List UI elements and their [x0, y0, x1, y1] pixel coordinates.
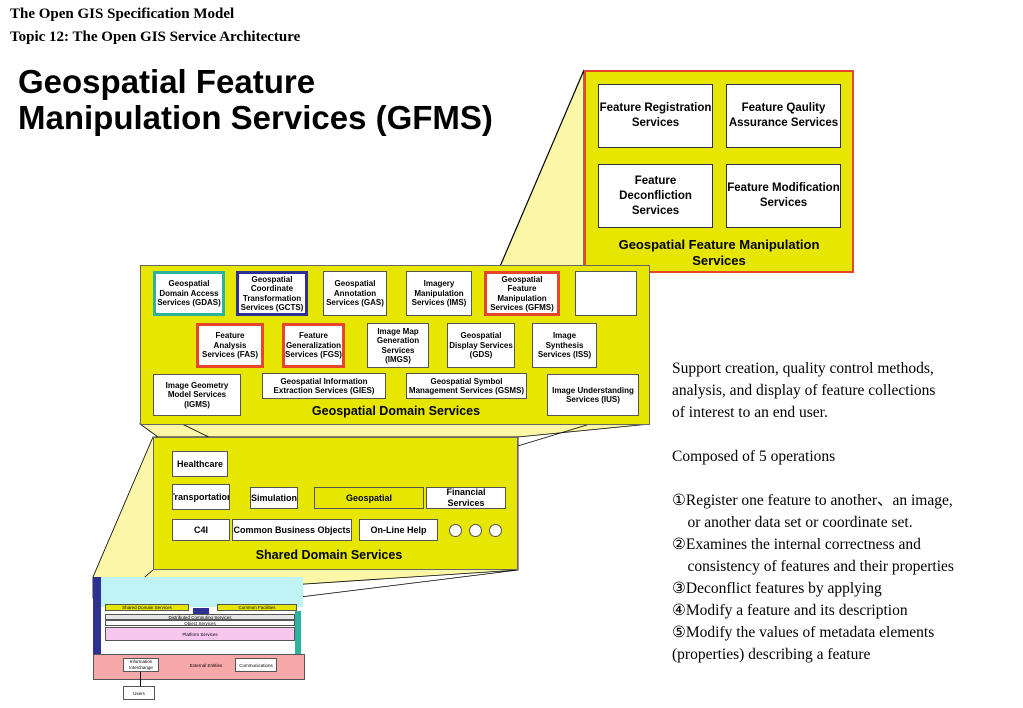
gfms-panel-label: Geospatial Feature Manipulation Services [618, 237, 820, 268]
thumb-info-interchange: Information Interchange [123, 658, 159, 672]
financial-services-box: Financial Services [426, 487, 506, 509]
intro-line-1: Support creation, quality control method… [672, 360, 934, 377]
intro-line-3: of interest to an end user. [672, 404, 828, 421]
gies-box: Geospatial Information Extraction Servic… [262, 373, 386, 399]
fgs-box: Feature Generalization Services (FGS) [282, 323, 345, 368]
common-business-objects-box: Common Business Objects [232, 519, 352, 541]
healthcare-box: Healthcare [172, 451, 228, 477]
op-line-3: ②Examines the internal correctness and [672, 536, 921, 553]
geospatial-domain-panel: Geospatial Domain Access Services (GDAS)… [140, 265, 650, 425]
blank-box [575, 271, 637, 316]
gdas-box: Geospatial Domain Access Services (GDAS) [153, 271, 225, 316]
feature-quality-box: Feature Qaulity Assurance Services [726, 84, 841, 148]
thumb-external-entities: External Entities [189, 663, 223, 668]
thumb-dcs: Distributed Computing Services [105, 614, 295, 620]
imgs-box: Image Map Generation Services (IMGS) [367, 323, 429, 368]
ellipsis-circle-1 [449, 524, 462, 537]
op-line-8: (properties) describing a feature [672, 646, 871, 663]
thumb-shared-domain: Shared Domain Services [105, 604, 189, 611]
thumb-platform-services: Platform Services [105, 627, 295, 641]
thumb-object-services: Object Services [105, 620, 295, 626]
geospatial-box: Geospatial [314, 487, 424, 509]
header-line-2: Topic 12: The Open GIS Service Architect… [10, 29, 301, 45]
ius-box: Image Understanding Services (IUS) [547, 374, 639, 416]
simulation-box: Simulation [250, 487, 298, 509]
domain-panel-label: Geospatial Domain Services [311, 404, 481, 418]
feature-deconfliction-box: Feature Deconfliction Services [598, 164, 713, 228]
op-line-4: consistency of features and their proper… [672, 558, 954, 575]
gsms-box: Geospatial Symbol Management Services (G… [406, 373, 527, 399]
intro-line-2: analysis, and display of feature collect… [672, 382, 936, 399]
shared-domain-panel: Healthcare Transportation Simulation Geo… [153, 437, 518, 570]
thumb-left-bar [93, 577, 101, 677]
op-line-1: ①Register one feature to another、an imag… [672, 492, 953, 509]
description-block: Support creation, quality control method… [672, 358, 1017, 666]
shared-panel-label: Shared Domain Services [255, 548, 403, 562]
op-line-5: ③Deconflict features by applying [672, 580, 882, 597]
online-help-box: On-Line Help [359, 519, 438, 541]
thumb-users: Users [123, 686, 155, 700]
op-line-2: or another data set or coordinate set. [672, 514, 913, 531]
header-line-1: The Open GIS Specification Model [10, 6, 235, 22]
fas-box: Feature Analysis Services (FAS) [196, 323, 264, 368]
gds-box: Geospatial Display Services (GDS) [447, 323, 515, 368]
composed-line: Composed of 5 operations [672, 448, 836, 465]
gfms-box: Geospatial Feature Manipulation Services… [484, 271, 560, 316]
gfms-detail-panel: Feature Registration Services Feature Qa… [584, 70, 854, 273]
thumb-connector [193, 608, 209, 616]
thumb-right-bar [295, 611, 301, 661]
op-line-6: ④Modify a feature and its description [672, 602, 908, 619]
feature-registration-box: Feature Registration Services [598, 84, 713, 148]
transportation-box: Transportation [172, 484, 230, 510]
architecture-thumbnail: Shared Domain Services Common Facilities… [93, 577, 305, 707]
ellipsis-circle-2 [469, 524, 482, 537]
thumb-top-band [93, 577, 303, 607]
iss-box: Image Synthesis Services (ISS) [532, 323, 597, 368]
igms-box: Image Geometry Model Services (IGMS) [153, 374, 241, 416]
thumb-common-facilities: Common Facilities [217, 604, 297, 611]
thumb-communications: Communications [235, 658, 277, 672]
page-title-line-2: Manipulation Services (GFMS) [18, 99, 493, 136]
page-title-line-1: Geospatial Feature [18, 63, 316, 100]
gcts-box: Geospatial Coordinate Transformation Ser… [236, 271, 308, 316]
feature-modification-box: Feature Modification Services [726, 164, 841, 228]
gas-box: Geospatial Annotation Services (GAS) [323, 271, 387, 316]
op-line-7: ⑤Modify the values of metadata elements [672, 624, 935, 641]
thumb-arrow-line [140, 672, 141, 686]
ims-box: Imagery Manipulation Services (IMS) [406, 271, 472, 316]
c4i-box: C4I [172, 519, 230, 541]
ellipsis-circle-3 [489, 524, 502, 537]
